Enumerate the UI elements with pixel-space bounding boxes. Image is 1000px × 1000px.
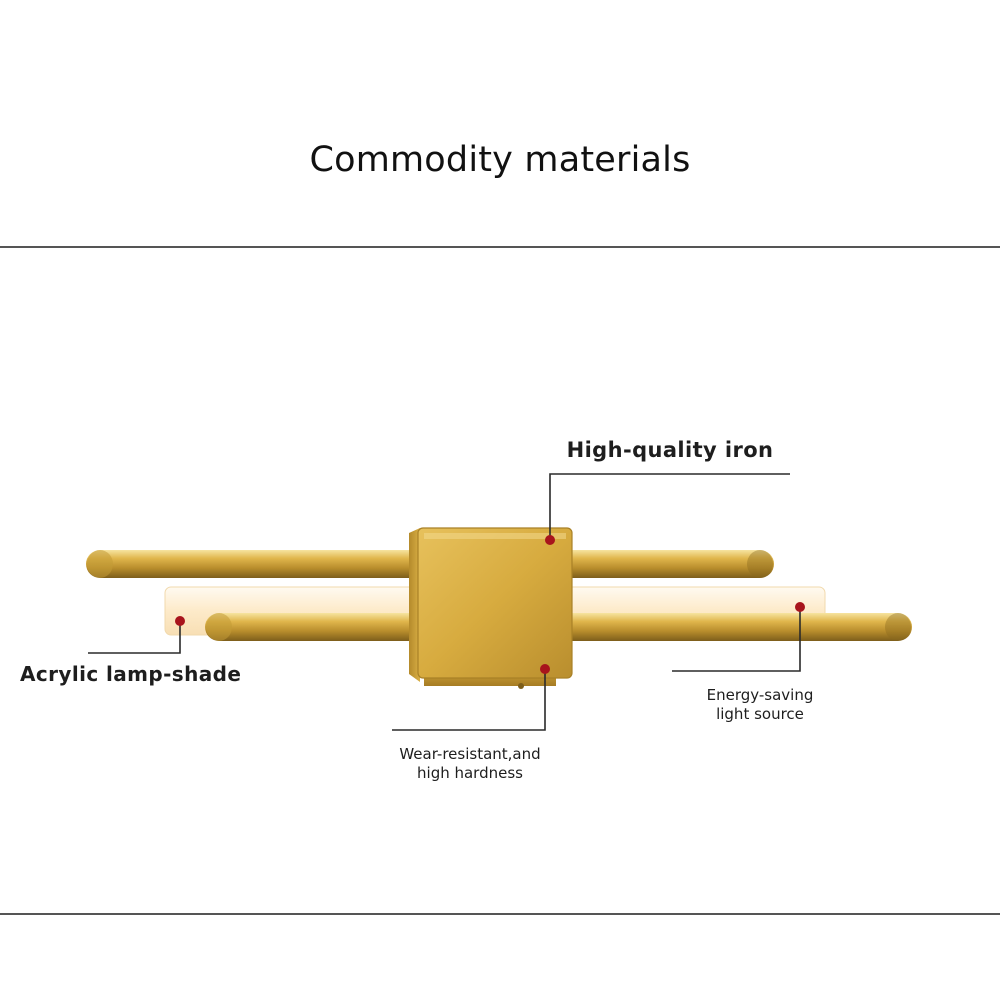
callout-wear-pointer [392,664,550,731]
bottom-divider [0,913,1000,915]
callout-label-wear: Wear-resistant,and high hardness [360,745,580,783]
callout-label-energy: Energy-saving light source [660,686,860,724]
top-divider [0,246,1000,248]
callout-label-acrylic: Acrylic lamp-shade [20,662,242,686]
callout-energy-line1: Energy-saving [706,686,814,704]
callout-wear-line1: Wear-resistant,and [399,745,541,763]
callout-acrylic-pointer [88,616,185,654]
central-housing [409,527,573,689]
callout-wear-line2: high hardness [417,763,523,782]
callout-iron-pointer [545,473,790,545]
callout-energy-pointer [672,602,805,672]
page-title: Commodity materials [309,140,691,180]
callout-label-iron: High-quality iron [566,438,774,462]
callout-energy-line2: light source [716,704,804,723]
